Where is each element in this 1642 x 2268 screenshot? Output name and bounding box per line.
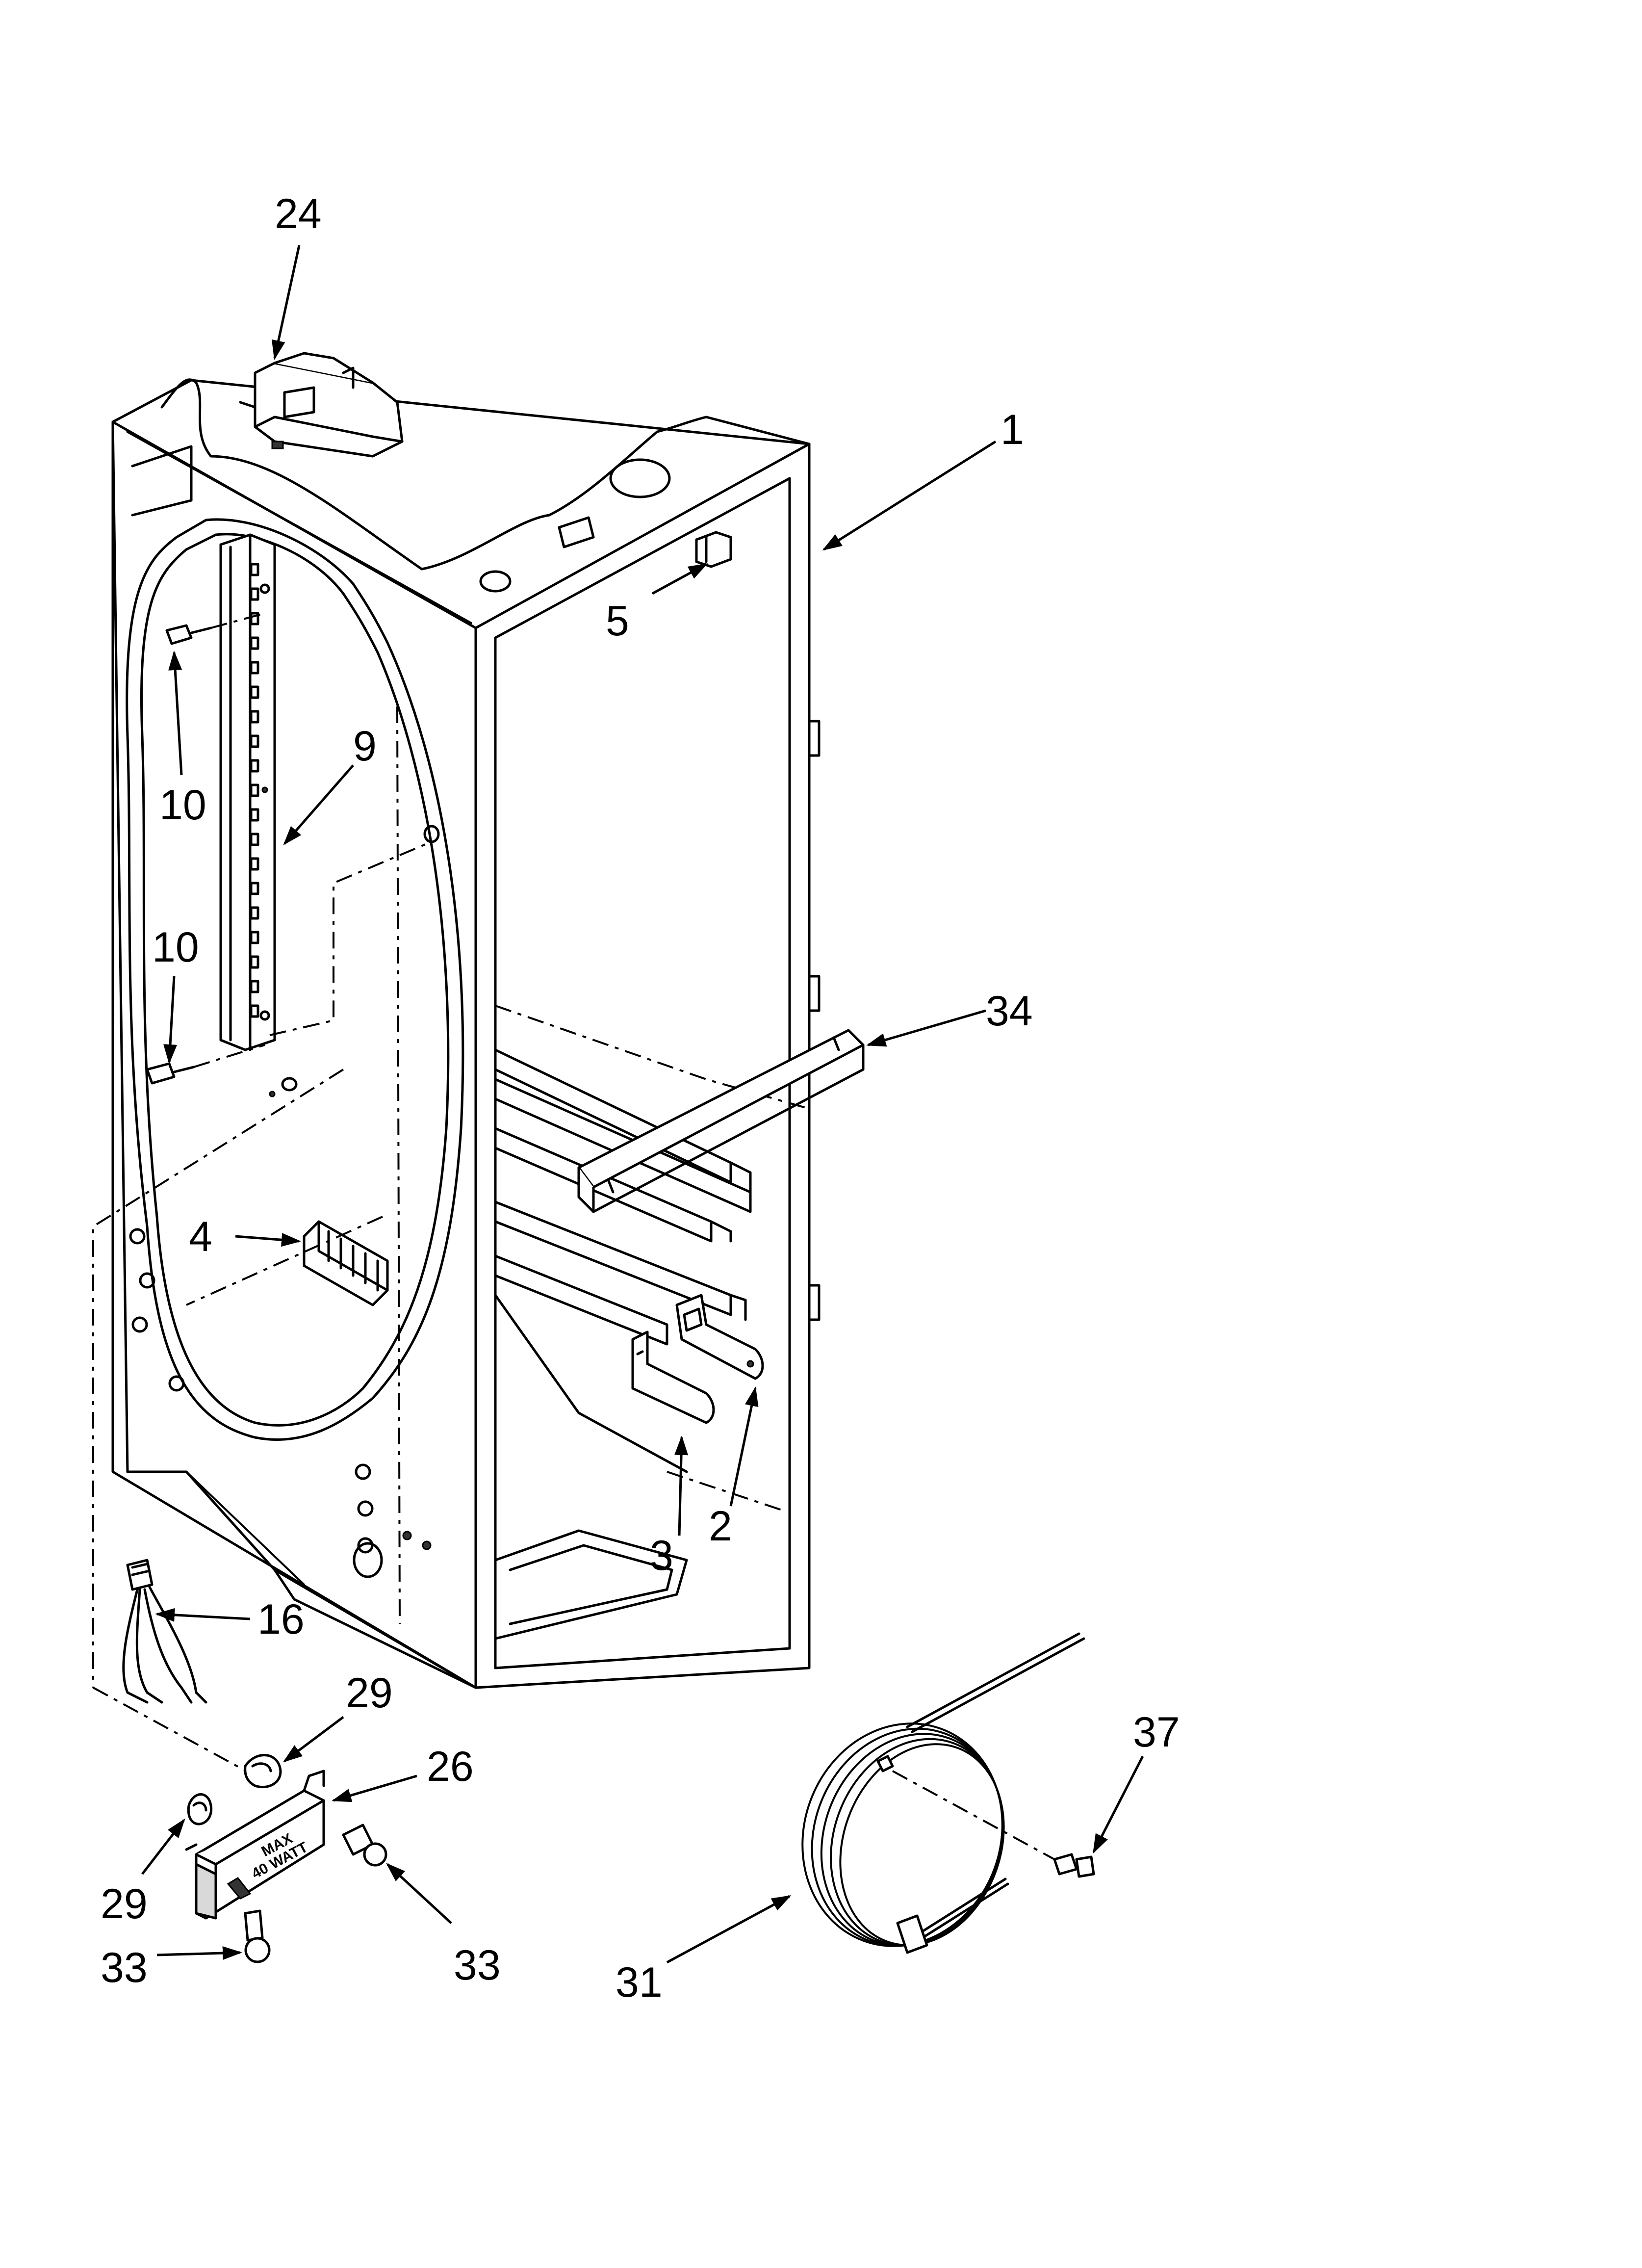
callout-29-upper: 29 bbox=[346, 1669, 393, 1717]
mount-dot bbox=[269, 1091, 276, 1097]
mount-hole bbox=[423, 825, 440, 843]
tubing-coil-part bbox=[801, 1632, 1085, 1954]
callout-29-lower: 29 bbox=[101, 1880, 148, 1928]
light-assembly-line bbox=[92, 1069, 344, 1688]
screw-part-37 bbox=[1053, 1853, 1095, 1878]
callout-34: 34 bbox=[986, 988, 1033, 1035]
callout-4: 4 bbox=[189, 1213, 212, 1260]
callout-33-left: 33 bbox=[101, 1944, 148, 1991]
light-assembly-line-3 bbox=[93, 1687, 256, 1777]
screw-part-10-bottom bbox=[146, 1044, 265, 1085]
plug-part-33-left bbox=[244, 1909, 271, 1963]
clip-part-5 bbox=[695, 531, 732, 568]
wire-harness-part bbox=[122, 1559, 207, 1704]
callout-3: 3 bbox=[650, 1532, 673, 1579]
callout-33-right: 33 bbox=[454, 1942, 501, 1989]
light-assembly-line-2 bbox=[186, 1216, 383, 1306]
callout-26: 26 bbox=[427, 1743, 474, 1790]
clip-part-29-lower bbox=[187, 1793, 213, 1825]
bracket-part-2 bbox=[675, 1294, 764, 1380]
callout-9: 9 bbox=[353, 723, 377, 770]
mount-hole-lower bbox=[281, 1077, 298, 1092]
callout-arrows bbox=[141, 245, 1144, 1964]
callout-31: 31 bbox=[616, 1959, 663, 2006]
cabinet-liner bbox=[111, 378, 821, 1689]
clip-part-29-upper bbox=[244, 1754, 282, 1789]
vent-grille-part bbox=[303, 1220, 389, 1306]
shelf-bracket-part-34 bbox=[577, 1029, 865, 1213]
ladder-slots bbox=[250, 563, 259, 1018]
callout-1: 1 bbox=[1001, 406, 1024, 453]
shelf-ladder-part bbox=[219, 533, 276, 1051]
ladder-mount-line bbox=[269, 843, 427, 1036]
callout-37: 37 bbox=[1133, 1709, 1180, 1756]
callout-24: 24 bbox=[275, 190, 322, 237]
control-housing-part bbox=[239, 352, 404, 458]
light-housing-part: MAX 40 WATT bbox=[185, 1770, 325, 1920]
bracket-part-3 bbox=[631, 1330, 715, 1424]
callout-2: 2 bbox=[709, 1503, 732, 1550]
plug-part-33-right bbox=[342, 1824, 387, 1867]
callout-10-bottom: 10 bbox=[152, 924, 199, 971]
callout-labels: 24 1 5 10 9 10 34 4 3 2 16 29 26 37 29 3… bbox=[101, 190, 1180, 2006]
callout-5: 5 bbox=[606, 598, 629, 645]
callout-10-top: 10 bbox=[159, 782, 206, 829]
callout-16: 16 bbox=[257, 1596, 305, 1643]
screw-part-10-top bbox=[165, 612, 265, 645]
